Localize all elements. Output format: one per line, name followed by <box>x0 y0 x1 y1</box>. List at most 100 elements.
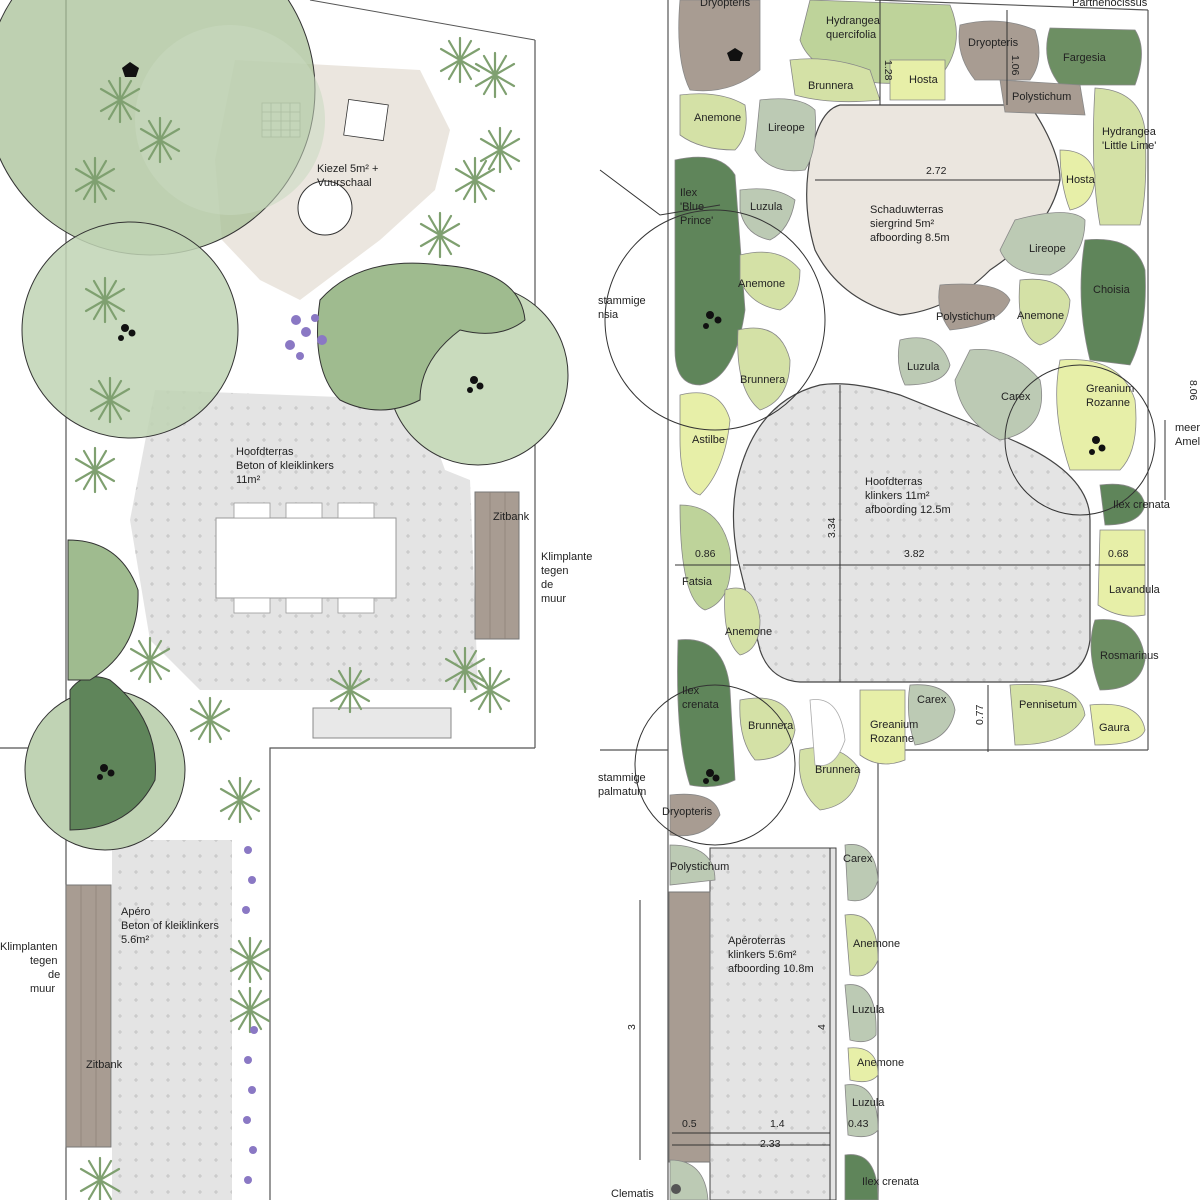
terrace-label: afboording 10.8m <box>728 963 814 975</box>
dining-table <box>215 517 397 599</box>
tree-trunk-markers <box>671 48 1106 1194</box>
plant-label: Rozanne <box>1086 397 1130 409</box>
dimension-label: 2.33 <box>760 1138 781 1150</box>
plant-label: Anemone <box>725 626 772 638</box>
terrace-label: afboording 8.5m <box>870 232 950 244</box>
klimplante-label: tegen <box>541 565 569 577</box>
dimension-label: 8.06 <box>1187 380 1199 401</box>
dimension-label: 0.86 <box>695 548 716 560</box>
concept-plan: Kiezel 5m² + Vuurschaal Hoofdterras Beto… <box>0 0 592 1200</box>
boundary-wall <box>600 0 1149 1200</box>
plant-label: Dryopteris <box>662 806 713 818</box>
plant-label: Ilex crenata <box>1113 499 1171 511</box>
plant-label: quercifolia <box>826 29 877 41</box>
plant-label: Hosta <box>909 74 939 86</box>
terrace-label: klinkers 5.6m² <box>728 949 797 961</box>
apero-terrace-plan <box>709 847 837 1200</box>
apero-terrace <box>112 840 232 1200</box>
hoofdterras-label: Beton of kleiklinkers <box>236 460 334 472</box>
apero-label: Beton of kleiklinkers <box>121 920 219 932</box>
side-label: nsia <box>598 309 619 321</box>
plant-label: Gaura <box>1099 722 1130 734</box>
plant-label: Prince' <box>680 215 713 227</box>
plant-label: 'Little Lime' <box>1102 140 1156 152</box>
dimension-lines <box>639 0 1166 1200</box>
plant-label: Anemone <box>1017 310 1064 322</box>
bench-plan <box>668 891 711 1163</box>
klimplanten-label: Klimplanten <box>0 941 57 953</box>
plant-label: Carex <box>1001 391 1031 403</box>
plant-label: Hydrangea <box>826 15 881 27</box>
plant-label: 'Blue <box>680 201 704 213</box>
dimension-label: 4 <box>816 1024 828 1030</box>
terrace-label: Apéroterras <box>728 935 786 947</box>
dimension-label: 0.77 <box>974 704 986 725</box>
terrace-label: siergrind 5m² <box>870 218 935 230</box>
dimension-label: 1.28 <box>882 60 894 81</box>
plant-beds <box>669 0 1147 1200</box>
dimension-label: 2.72 <box>926 165 947 177</box>
plant-label: Brunnera <box>815 764 861 776</box>
plant-label: Lavandula <box>1109 584 1161 596</box>
plant-label: Lireope <box>1029 243 1066 255</box>
plant-label: Luzula <box>852 1097 885 1109</box>
dimension-label: 1.06 <box>1009 55 1021 76</box>
plant-label: Dryopteris <box>968 37 1019 49</box>
zitbank-label: Zitbank <box>86 1059 123 1071</box>
klimplanten-label: de <box>48 969 60 981</box>
dimension-label: 0.68 <box>1108 548 1129 560</box>
side-label: palmatum <box>598 786 646 798</box>
plant-label: Brunnera <box>740 374 786 386</box>
apero-label: 5.6m² <box>121 934 149 946</box>
dimension-label: 1.4 <box>770 1118 785 1130</box>
side-label: Amel <box>1175 436 1200 448</box>
terrace-label: Schaduwterras <box>870 204 944 216</box>
plant-label: Ilex <box>682 685 700 697</box>
main-terrace-plan <box>732 383 1091 683</box>
kiezel-label: Kiezel 5m² + <box>317 163 378 175</box>
dimension-label: 3.34 <box>826 517 838 538</box>
bench-top <box>474 491 520 640</box>
plant-label: Fargesia <box>1063 52 1107 64</box>
klimplante-label: de <box>541 579 553 591</box>
side-label: Clematis <box>611 1188 654 1200</box>
hoofdterras-label: Hoofdterras <box>236 446 294 458</box>
plant-label: Carex <box>843 853 873 865</box>
terrace-label: afboording 12.5m <box>865 504 951 516</box>
plant-label: Anemone <box>738 278 785 290</box>
plant-label: Luzula <box>907 361 940 373</box>
tree-trunk-markers <box>97 62 484 780</box>
klimplanten-label: muur <box>30 983 55 995</box>
plant-label: Anemone <box>857 1057 904 1069</box>
plant-label: Pennisetum <box>1019 699 1077 711</box>
plant-label: Polystichum <box>1012 91 1071 103</box>
plant-label: Brunnera <box>808 80 854 92</box>
side-label: meer <box>1175 422 1200 434</box>
plant-label: Polystichum <box>670 861 729 873</box>
dimension-label: 0.5 <box>682 1118 697 1130</box>
plant-label: Hosta <box>1066 174 1096 186</box>
plant-label: Ilex <box>680 187 698 199</box>
hoofdterras-label: 11m² <box>236 474 261 486</box>
klimplante-label: muur <box>541 593 566 605</box>
plant-label: Rozanne <box>870 733 914 745</box>
plant-label: Astilbe <box>692 434 725 446</box>
plant-label: Rosmarinus <box>1100 650 1159 662</box>
side-label: stammige <box>598 295 646 307</box>
planting-plan: Parthenocissus Dryopteris Hydrangea quer… <box>598 0 1200 1200</box>
planter-box <box>312 707 452 739</box>
terrace-label: klinkers 11m² <box>865 490 930 502</box>
side-label: stammige <box>598 772 646 784</box>
plant-label: Lireope <box>768 122 805 134</box>
plant-label: Carex <box>917 694 947 706</box>
plant-label: crenata <box>682 699 720 711</box>
apero-label: Apéro <box>121 906 150 918</box>
plant-label: Ilex crenata <box>862 1176 920 1188</box>
plant-label: Greanium <box>1086 383 1134 395</box>
tree-canopies <box>599 169 1156 846</box>
klimplanten-label: tegen <box>30 955 58 967</box>
bench-bottom <box>65 884 112 1148</box>
plant-label: Choisia <box>1093 284 1131 296</box>
klimplante-label: Klimplante <box>541 551 592 563</box>
